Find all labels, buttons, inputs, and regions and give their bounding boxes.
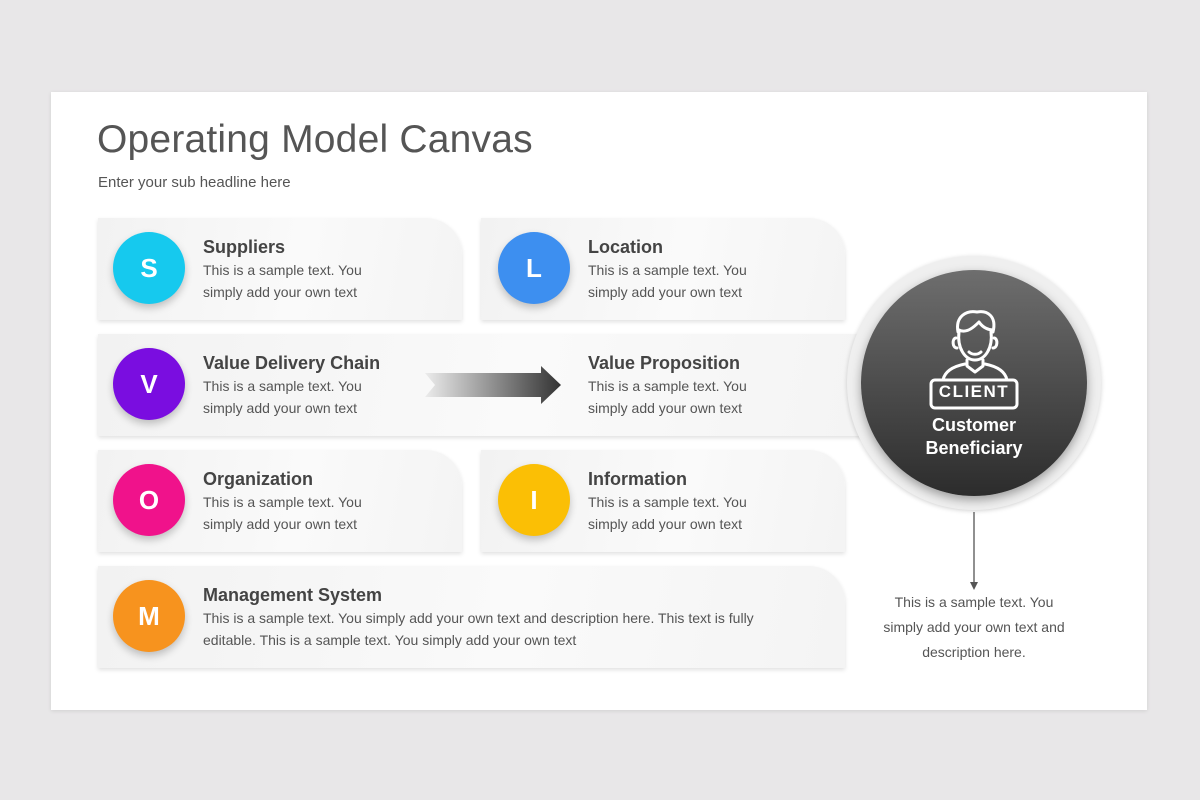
badge-v: V: [113, 348, 185, 420]
value-proposition-text-1: This is a sample text. You: [588, 378, 747, 394]
suppliers-title: Suppliers: [203, 237, 286, 257]
client-description: This is a sample text. You simply add yo…: [861, 590, 1087, 665]
card-management-system: [98, 566, 845, 668]
suppliers-text-2: simply add your own text: [203, 284, 358, 300]
value-chain-text-2: simply add your own text: [203, 400, 358, 416]
client-person-icon: [927, 308, 1021, 412]
badge-m: M: [113, 580, 185, 652]
client-desc-line-2: simply add your own text and: [883, 619, 1065, 635]
suppliers-text-1: This is a sample text. You: [203, 262, 362, 278]
organization-title: Organization: [203, 469, 314, 489]
information-text-1: This is a sample text. You: [588, 494, 747, 510]
information-title: Information: [588, 469, 687, 489]
value-chain-title: Value Delivery Chain: [203, 353, 381, 373]
location-text-1: This is a sample text. You: [588, 262, 747, 278]
management-title: Management System: [203, 585, 383, 605]
organization-text-1: This is a sample text. You: [203, 494, 362, 510]
location-text-2: simply add your own text: [588, 284, 743, 300]
badge-o: O: [113, 464, 185, 536]
down-arrow-icon: [969, 512, 979, 595]
value-proposition-title: Value Proposition: [588, 353, 741, 373]
badge-s: S: [113, 232, 185, 304]
organization-text-2: simply add your own text: [203, 516, 358, 532]
client-circle: [861, 270, 1087, 496]
client-desc-line-1: This is a sample text. You: [894, 594, 1054, 610]
client-icon-text: CLIENT: [938, 382, 1010, 401]
badge-i: I: [498, 464, 570, 536]
client-desc-line-3: description here.: [922, 644, 1026, 660]
slide: Operating Model Canvas Enter your sub he…: [51, 92, 1147, 710]
page-subtitle: Enter your sub headline here: [98, 174, 291, 191]
client-label: Customer Beneficiary: [861, 414, 1087, 460]
client-label-line-2: Beneficiary: [925, 438, 1023, 458]
right-gradient-arrow-icon: [425, 366, 563, 409]
value-proposition-text-2: simply add your own text: [588, 400, 743, 416]
management-text-1: This is a sample text. You simply add yo…: [203, 610, 754, 626]
client-label-line-1: Customer: [931, 415, 1016, 435]
value-chain-text-1: This is a sample text. You: [203, 378, 362, 394]
location-title: Location: [588, 237, 663, 257]
badge-l: L: [498, 232, 570, 304]
information-text-2: simply add your own text: [588, 516, 743, 532]
management-text-2: editable. This is a sample text. You sim…: [203, 632, 577, 648]
page-title: Operating Model Canvas: [97, 118, 533, 161]
